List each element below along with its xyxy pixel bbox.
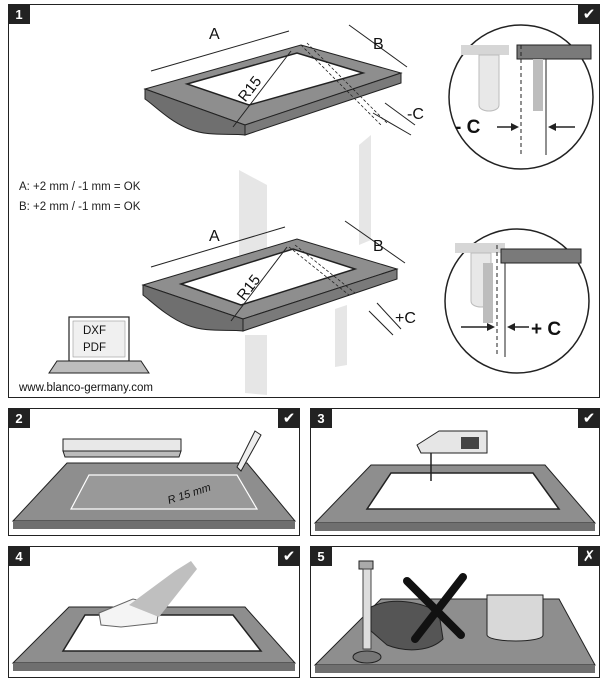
minus-c-label: -C: [407, 106, 424, 123]
website-link: www.blanco-germany.com: [18, 382, 153, 394]
tolerance-a-note: A: +2 mm / -1 mm = OK: [19, 181, 141, 193]
prohibited-cross-icon: [403, 573, 467, 643]
step-2-panel: 2 ✔ R 15 mm: [8, 408, 300, 536]
tolerance-b-note: B: +2 mm / -1 mm = OK: [19, 201, 141, 213]
step-number: 2: [9, 409, 30, 428]
cutting-diagram: [313, 430, 597, 531]
dim-b-label-upper: B: [373, 36, 384, 53]
pencil-icon: [236, 430, 262, 472]
wrong-installation-diagram: [313, 560, 596, 673]
plus-c-label: +C: [395, 310, 416, 327]
check-icon: ✔: [278, 547, 299, 566]
file-format-pdf: PDF: [83, 342, 106, 354]
step-5-panel: 5 ✗: [310, 546, 600, 678]
worktop-lower: [141, 220, 406, 395]
check-icon: ✔: [278, 409, 299, 428]
step-3-panel: 3 ✔: [310, 408, 600, 536]
step-4-panel: 4 ✔: [8, 546, 300, 678]
detail-circle-lower: [444, 228, 590, 374]
step-number: 1: [9, 5, 30, 24]
dim-a-label-lower: A: [209, 228, 220, 245]
marking-diagram: R 15 mm: [11, 430, 297, 529]
step-number: 4: [9, 547, 30, 566]
detail-minus-c-label: - C: [455, 117, 481, 138]
step-number: 5: [311, 547, 332, 566]
step-1-panel: 1 ✔ A B R15 -C: [8, 4, 600, 398]
clamp-tool-icon: [352, 560, 382, 664]
cutout-diagram: A B R15 -C - C A: +2 mm / -1 mm = OK B: …: [18, 24, 594, 395]
worktop-upper: [143, 24, 416, 321]
box-icon: [486, 594, 544, 642]
dim-b-label-lower: B: [373, 238, 384, 255]
detail-plus-c-label: + C: [531, 319, 561, 340]
cleaning-diagram: [11, 561, 297, 671]
hand-icon: [370, 600, 444, 651]
jigsaw-icon: [416, 430, 488, 481]
file-format-dxf: DXF: [83, 325, 106, 337]
detail-circle-upper: [448, 24, 594, 170]
hand-with-cloth-icon: [98, 561, 197, 628]
dim-a-label-upper: A: [209, 26, 220, 43]
ruler: [62, 438, 182, 458]
check-icon: ✔: [578, 409, 599, 428]
computer-icon: [48, 316, 150, 374]
step-number: 3: [311, 409, 332, 428]
cross-icon: ✗: [578, 547, 599, 566]
check-icon: ✔: [578, 5, 599, 24]
